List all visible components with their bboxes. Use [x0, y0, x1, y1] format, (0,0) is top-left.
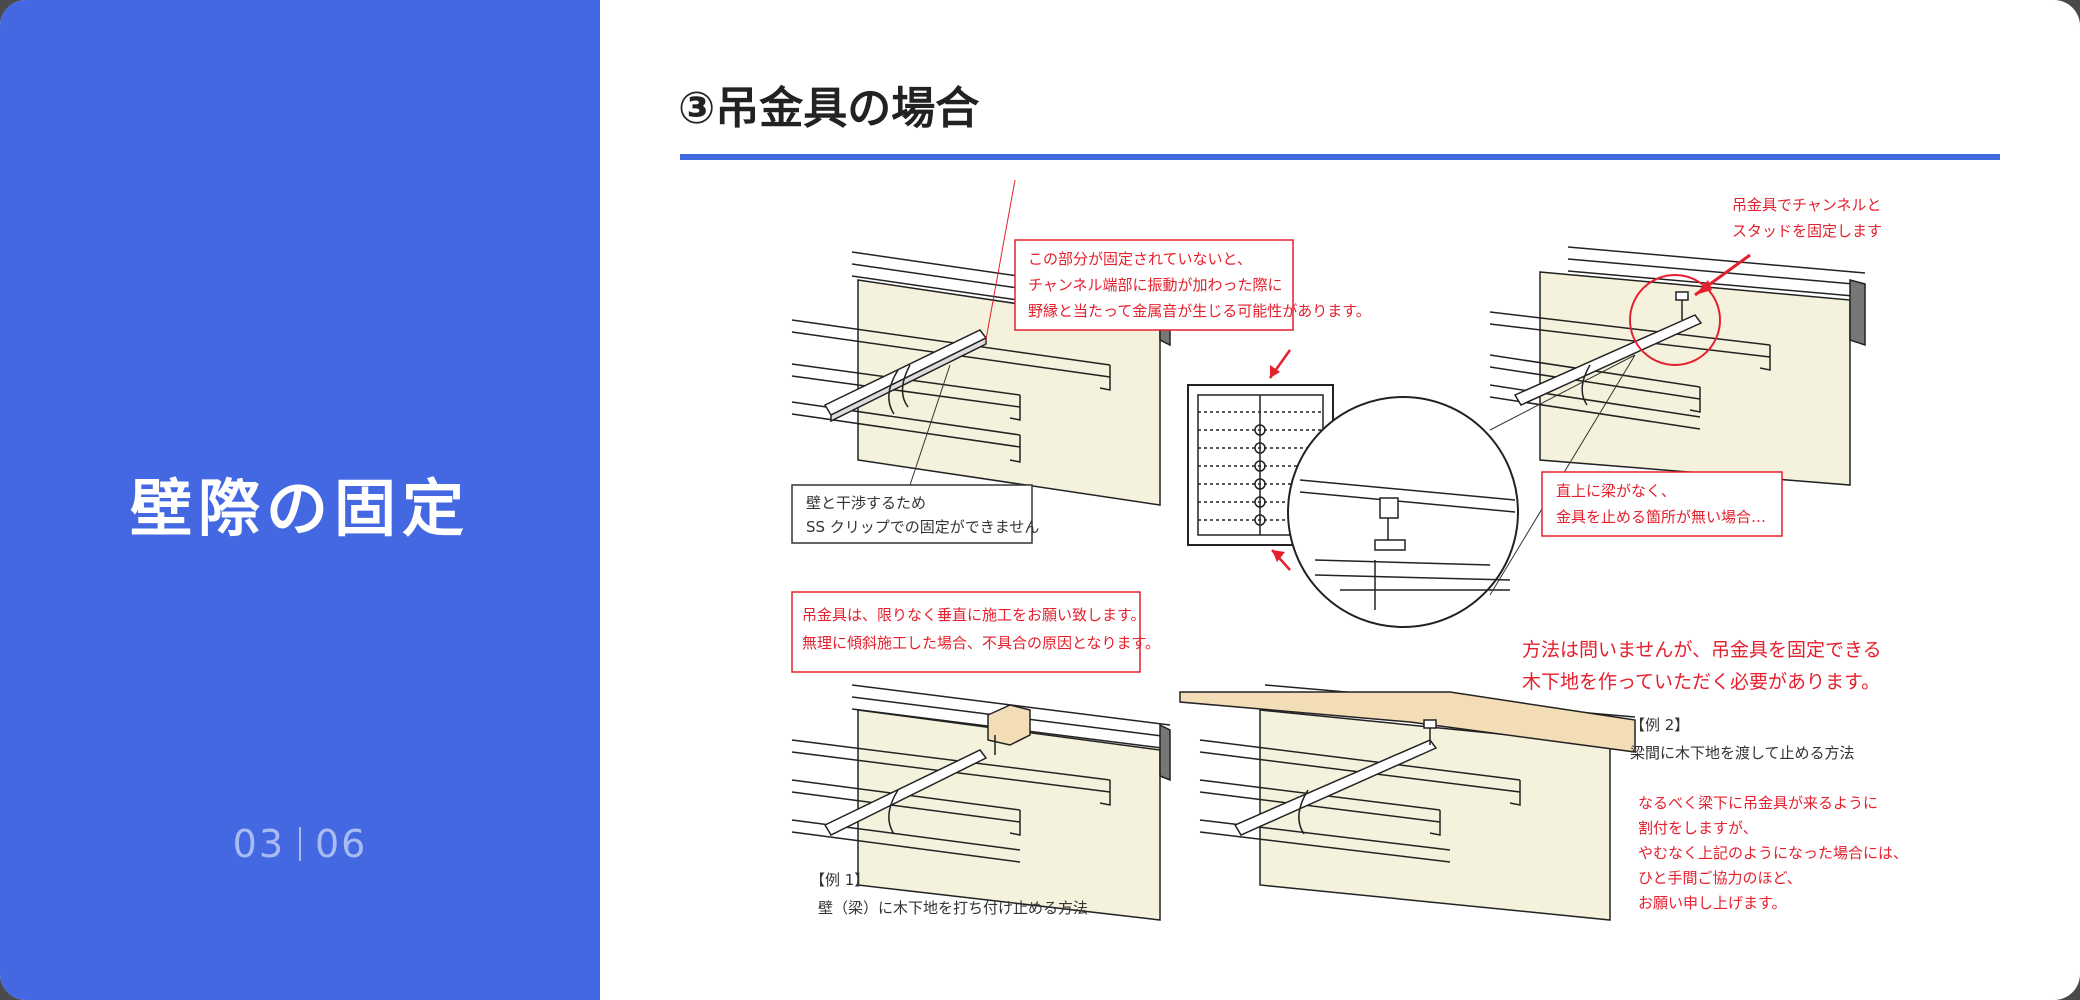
title-underline	[680, 154, 2000, 160]
svg-text:割付をしますが、: 割付をしますが、	[1638, 819, 1758, 837]
svg-text:ひと手間ご協力のほど、: ひと手間ご協力のほど、	[1638, 869, 1802, 887]
svg-text:金具を止める箇所が無い場合…: 金具を止める箇所が無い場合…	[1556, 508, 1766, 526]
svg-text:直上に梁がなく、: 直上に梁がなく、	[1556, 482, 1676, 500]
section-title: 壁際の固定	[129, 472, 470, 545]
sidebar-panel: 壁際の固定 03 06	[0, 0, 600, 1000]
assembly-bottom-right	[1179, 684, 1636, 921]
page-total: 06	[315, 822, 368, 866]
highlight-ring	[1629, 274, 1721, 366]
svg-text:【例 1】: 【例 1】	[810, 871, 869, 889]
callout-vibration: この部分が固定されていないと、 チャンネル端部に振動が加わった際に 野縁と当たっ…	[1014, 239, 1371, 331]
svg-text:梁間に木下地を渡して止める方法: 梁間に木下地を渡して止める方法	[1630, 744, 1855, 762]
svg-text:木下地を作っていただく必要があります。: 木下地を作っていただく必要があります。	[1522, 671, 1880, 693]
svg-text:お願い申し上げます。: お願い申し上げます。	[1638, 894, 1787, 912]
svg-text:やむなく上記のようになった場合には、: やむなく上記のようになった場合には、	[1638, 844, 1908, 862]
page-current: 03	[232, 822, 285, 866]
page-title: ③吊金具の場合	[678, 83, 980, 134]
assembly-top-left	[791, 251, 1171, 506]
assembly-bottom-left	[791, 684, 1171, 921]
method-note: 方法は問いませんが、吊金具を固定できる 木下地を作っていただく必要があります。	[1522, 639, 1882, 693]
svg-text:吊金具でチャンネルと: 吊金具でチャンネルと	[1732, 196, 1882, 214]
detail-magnifier	[1287, 396, 1519, 628]
callout-vertical-install: 吊金具は、限りなく垂直に施工をお願い致します。 無理に傾斜施工した場合、不具合の…	[791, 591, 1160, 673]
request-note: なるべく梁下に吊金具が来るように 割付をしますが、 やむなく上記のようになった場…	[1638, 794, 1908, 912]
svg-text:スタッドを固定します: スタッドを固定します	[1732, 222, 1882, 240]
page-separator	[299, 827, 301, 861]
svg-text:チャンネル端部に振動が加わった際に: チャンネル端部に振動が加わった際に	[1028, 276, 1283, 294]
svg-text:吊金具は、限りなく垂直に施工をお願い致します。: 吊金具は、限りなく垂直に施工をお願い致します。	[802, 606, 1146, 624]
assembly-top-right	[1489, 246, 1866, 486]
installation-diagram: この部分が固定されていないと、 チャンネル端部に振動が加わった際に 野縁と当たっ…	[791, 180, 1908, 921]
example-2-caption: 【例 2】 梁間に木下地を渡して止める方法	[1630, 716, 1855, 762]
page-indicator: 03 06	[0, 822, 600, 866]
callout-no-beam: 直上に梁がなく、 金具を止める箇所が無い場合…	[1541, 471, 1783, 537]
svg-text:この部分が固定されていないと、: この部分が固定されていないと、	[1028, 250, 1252, 268]
svg-text:方法は問いませんが、吊金具を固定できる: 方法は問いませんが、吊金具を固定できる	[1522, 639, 1882, 661]
svg-text:野縁と当たって金属音が生じる可能性があります。: 野縁と当たって金属音が生じる可能性があります。	[1028, 302, 1371, 320]
svg-text:無理に傾斜施工した場合、不具合の原因となります。: 無理に傾斜施工した場合、不具合の原因となります。	[802, 634, 1160, 652]
svg-text:なるべく梁下に吊金具が来るように: なるべく梁下に吊金具が来るように	[1638, 794, 1878, 812]
svg-text:SS クリップでの固定ができません: SS クリップでの固定ができません	[806, 518, 1039, 536]
callout-hanger-fix: 吊金具でチャンネルと スタッドを固定します	[1732, 196, 1882, 240]
example-1-caption: 【例 1】 壁（梁）に木下地を打ち付け止める方法	[810, 871, 1088, 917]
callout-wall-interference: 壁と干渉するため SS クリップでの固定ができません	[791, 484, 1039, 544]
svg-text:壁と干渉するため: 壁と干渉するため	[806, 494, 926, 512]
svg-text:壁（梁）に木下地を打ち付け止める方法: 壁（梁）に木下地を打ち付け止める方法	[818, 899, 1088, 917]
svg-text:【例 2】: 【例 2】	[1630, 716, 1689, 734]
